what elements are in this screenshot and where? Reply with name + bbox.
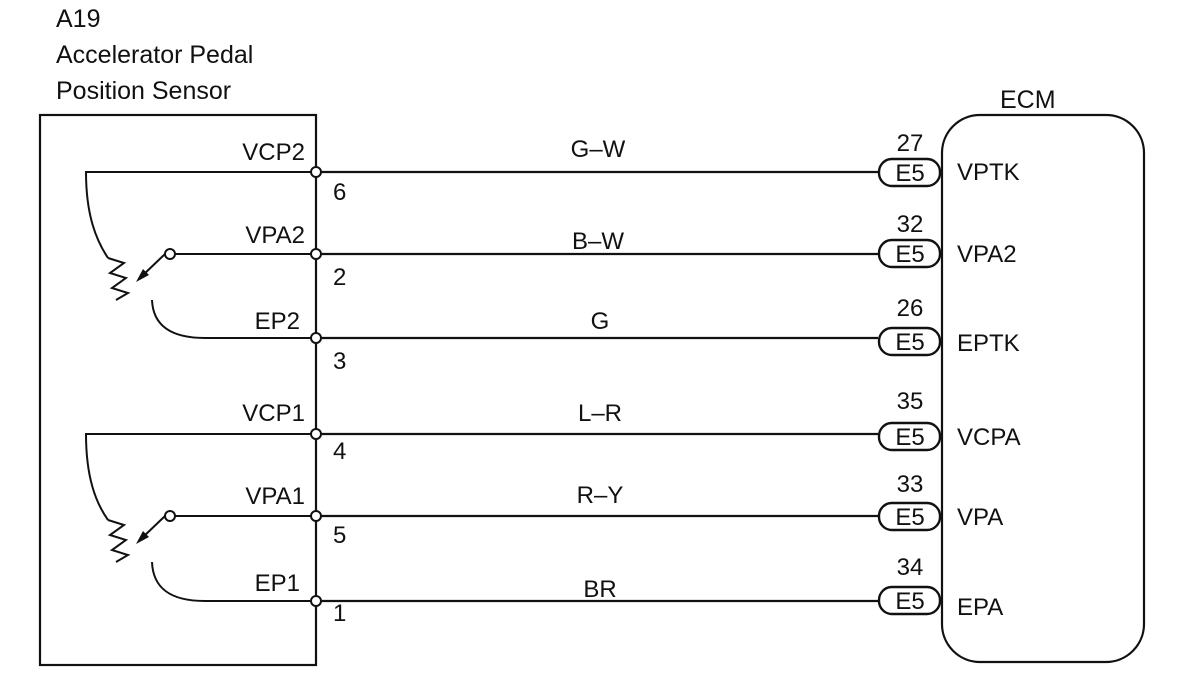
wire-ep1-epa: EP1 1 BR 34 E5 EPA <box>255 554 1004 627</box>
wire-color: R–Y <box>577 482 624 509</box>
connector-badge <box>877 501 942 532</box>
terminal-dot <box>310 428 322 440</box>
ecm-label: ECM <box>1000 86 1056 114</box>
connector-label: E5 <box>895 504 924 531</box>
sensor-pin-label: VPA2 <box>245 222 305 249</box>
wire-color: L–R <box>578 400 622 427</box>
connector-label: E5 <box>895 424 924 451</box>
sensor-pin-number: 6 <box>333 179 346 206</box>
ecm-pin-number: 35 <box>897 388 924 415</box>
sensor-code: A19 <box>56 5 100 33</box>
wire-vcp1-vcpa: VCP1 4 L–R 35 E5 VCPA <box>242 388 1020 465</box>
sensor-pin-label: EP2 <box>255 308 300 335</box>
sensor-pin-label: VCP2 <box>242 139 305 166</box>
terminal-dot <box>310 332 322 344</box>
sensor-pin-number: 3 <box>333 348 346 375</box>
connector-badge <box>877 585 942 616</box>
ecm-pin-label: EPTK <box>957 330 1020 357</box>
terminal-dot <box>310 510 322 522</box>
connector-label: E5 <box>895 160 924 187</box>
potentiometer-1 <box>84 433 316 602</box>
connector-label: E5 <box>895 241 924 268</box>
wire-color: G <box>591 308 610 335</box>
connector-label: E5 <box>895 588 924 615</box>
potentiometer-2 <box>84 171 316 339</box>
sensor-pin-label: EP1 <box>255 570 300 597</box>
ecm-pin-number: 26 <box>897 295 924 322</box>
sensor-name-line2: Position Sensor <box>56 77 231 105</box>
wire-ep2-eptk: EP2 3 G 26 E5 EPTK <box>255 295 1020 375</box>
sensor-pin-label: VPA1 <box>245 483 305 510</box>
ecm-pin-number: 33 <box>897 471 924 498</box>
connector-label: E5 <box>895 329 924 356</box>
ecm-pin-label: EPA <box>957 594 1003 621</box>
wire-vpa1-vpa: VPA1 5 R–Y 33 E5 VPA <box>245 471 1003 549</box>
sensor-name-line1: Accelerator Pedal <box>56 41 253 69</box>
sensor-box <box>38 113 318 667</box>
sensor-pin-number: 5 <box>333 522 346 549</box>
terminal-dot <box>310 248 322 260</box>
ecm-pin-label: VPTK <box>957 159 1020 186</box>
ecm-pin-number: 32 <box>897 211 924 238</box>
ecm-pin-label: VPA2 <box>957 241 1017 268</box>
ecm-box <box>940 113 1146 664</box>
wire-vpa2-vpa2: VPA2 2 B–W 32 E5 VPA2 <box>245 211 1016 291</box>
sensor-pin-number: 4 <box>333 438 346 465</box>
ecm-pin-label: VCPA <box>957 424 1021 451</box>
ecm-pin-number: 27 <box>897 130 924 157</box>
connector-badge <box>877 326 942 357</box>
ecm-pin-number: 34 <box>897 554 924 581</box>
terminal-dot <box>310 166 322 178</box>
sensor-pin-number: 1 <box>333 600 346 627</box>
connector-badge <box>877 157 942 188</box>
connector-badge <box>877 421 942 452</box>
terminal-dot <box>310 595 322 607</box>
connector-badge <box>877 238 942 269</box>
ecm-pin-label: VPA <box>957 504 1003 531</box>
wire-vcp2-vptk: VCP2 6 G–W 27 E5 VPTK <box>242 130 1019 206</box>
wire-color: B–W <box>572 228 624 255</box>
sensor-pin-label: VCP1 <box>242 400 305 427</box>
wire-color: BR <box>583 576 616 603</box>
wire-color: G–W <box>571 136 626 163</box>
sensor-pin-number: 2 <box>333 264 346 291</box>
